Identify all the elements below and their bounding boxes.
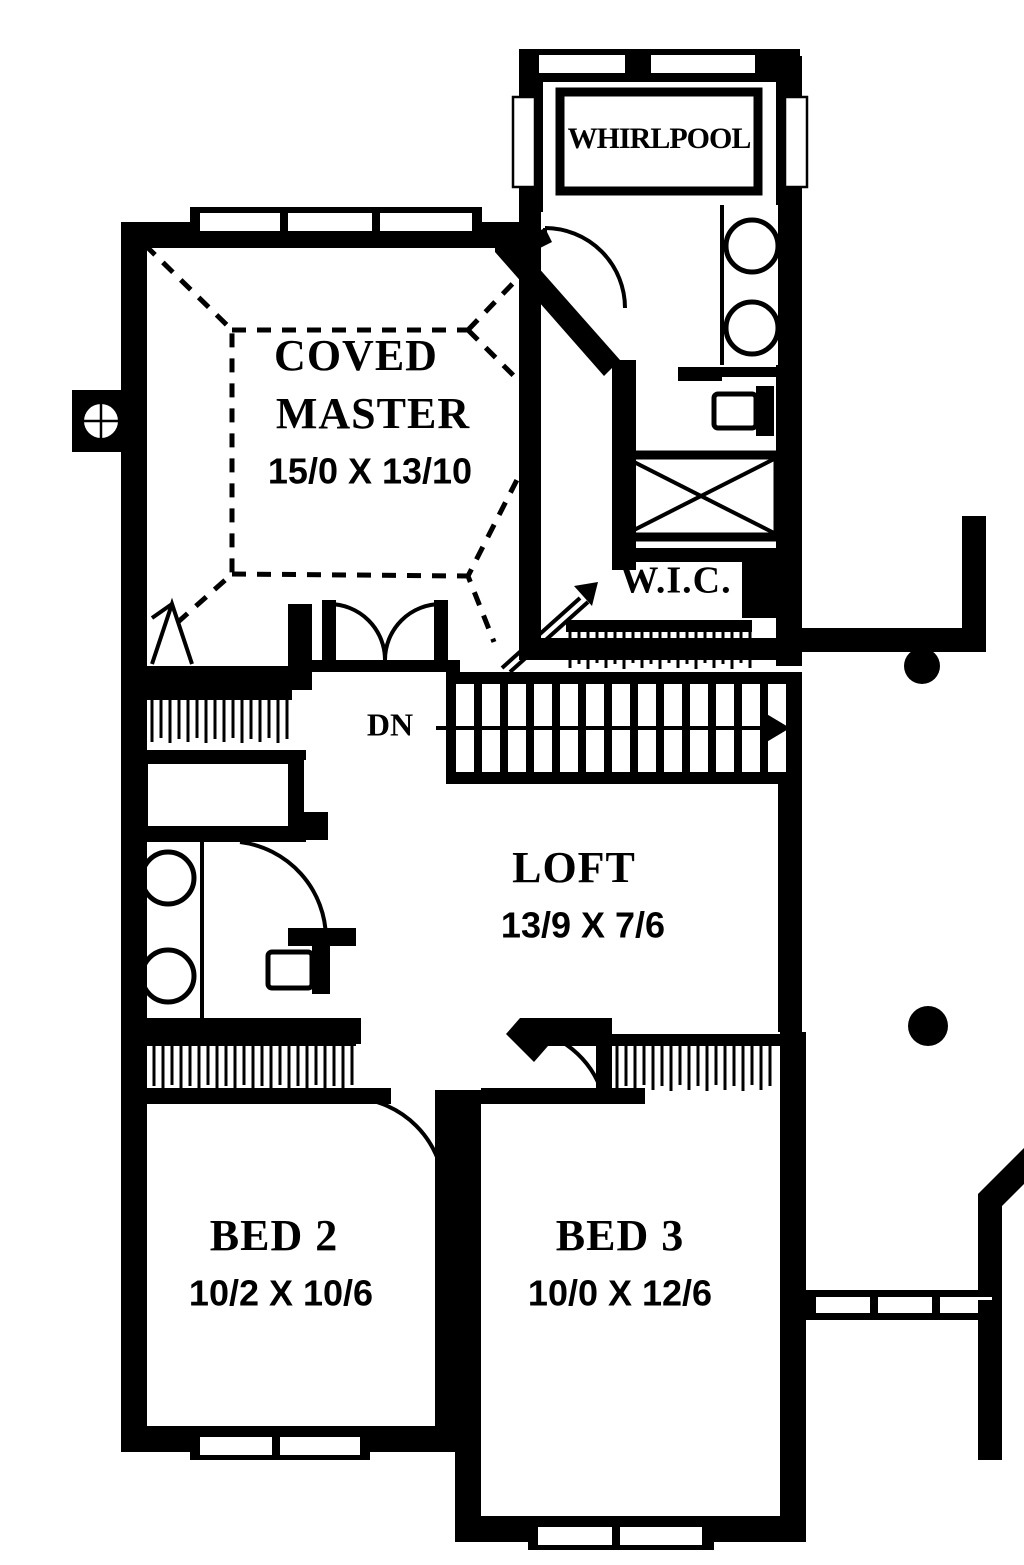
door-loft-to-bed2: [355, 1090, 453, 1190]
bed2-room-dimensions: 10/2 X 10/6: [189, 1273, 373, 1314]
loft-area: [778, 784, 802, 1032]
window-master-bath-east: [783, 95, 809, 189]
stair-direction-arrow-icon: [760, 710, 790, 746]
window-master-bath-north: [519, 49, 800, 79]
master-room-name-line2: MASTER: [276, 389, 470, 438]
whirlpool-label: WHIRLPOOL: [568, 122, 751, 155]
staircase[interactable]: [436, 672, 802, 784]
hall-bath: [121, 732, 361, 1044]
bed3-room-dimensions: 10/0 X 12/6: [528, 1273, 712, 1314]
whirlpool-tub-fixture: [555, 87, 763, 196]
bed2-room-name: BED 2: [210, 1211, 338, 1260]
bed3-walls: [455, 1018, 806, 1550]
window-master-bath-west: [511, 95, 537, 189]
stair-down-label: DN: [367, 706, 413, 742]
sink-icon: [723, 299, 781, 357]
sink-icon: [723, 217, 781, 275]
wic-label: W.I.C.: [620, 560, 731, 602]
hall-bath-vanity: [138, 842, 204, 1026]
master-room-name-line1: COVED: [274, 331, 438, 380]
balcony-railing: [800, 516, 986, 1046]
lower-right-bay: [806, 1148, 1024, 1460]
master-bedroom-walls: [121, 207, 636, 732]
door-loft-to-bed3: [529, 1028, 612, 1104]
railing-post: [908, 1006, 948, 1046]
loft-room-dimensions: 13/9 X 7/6: [501, 905, 665, 946]
chimney-column: [72, 390, 130, 452]
shower-stall: [619, 450, 783, 542]
hall-closet-hatch: [140, 690, 292, 700]
bed3-room-name: BED 3: [556, 1211, 684, 1260]
bathtub-fixture: [134, 750, 306, 842]
door-master-double: [310, 600, 460, 672]
master-room-dimensions: 15/0 X 13/10: [268, 451, 472, 492]
walk-in-closet: [500, 548, 802, 674]
master-bath-toilet: [711, 386, 774, 436]
hall-bath-toilet: [265, 928, 356, 994]
coved-ceiling-outline: [143, 243, 527, 643]
loft-room-name: LOFT: [512, 843, 636, 892]
master-bath-vanity: [678, 205, 781, 381]
attic-access-symbol: [150, 597, 194, 665]
railing-post: [904, 648, 940, 684]
